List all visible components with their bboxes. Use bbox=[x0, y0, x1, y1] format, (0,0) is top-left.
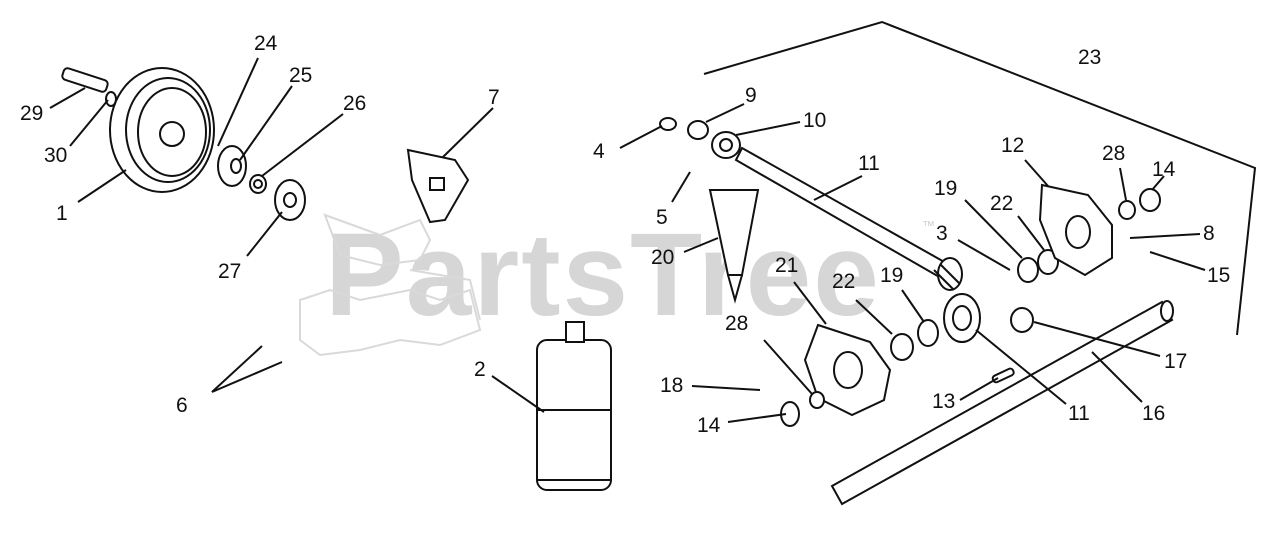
part-21-gear-housing bbox=[803, 323, 892, 417]
callout-25: 25 bbox=[289, 64, 312, 87]
part-27-hub bbox=[274, 179, 306, 221]
callout-6: 6 bbox=[176, 394, 188, 417]
part-28-washer-b bbox=[809, 391, 825, 409]
callout-30: 30 bbox=[44, 144, 67, 167]
callout-19-left: 19 bbox=[880, 264, 903, 287]
callout-18: 18 bbox=[660, 374, 683, 397]
callout-11-gear: 11 bbox=[1068, 402, 1090, 425]
callout-20: 20 bbox=[651, 246, 674, 269]
callout-7: 7 bbox=[488, 86, 500, 109]
callout-9: 9 bbox=[745, 84, 757, 107]
callout-2: 2 bbox=[474, 358, 486, 381]
watermark-text: PartsTree bbox=[325, 209, 881, 341]
callout-5: 5 bbox=[656, 206, 668, 229]
callout-10: 10 bbox=[803, 109, 826, 132]
callout-19-right: 19 bbox=[934, 177, 957, 200]
callout-28-left: 28 bbox=[725, 312, 748, 335]
part-10-bearing bbox=[711, 131, 741, 159]
callout-11-shaft: 11 bbox=[858, 152, 880, 175]
part-7-bracket bbox=[406, 148, 470, 224]
callouts: 29 30 1 24 25 26 27 7 6 2 4 9 10 5 11 20… bbox=[20, 32, 1230, 437]
callout-24: 24 bbox=[254, 32, 278, 55]
part-14-washer bbox=[1139, 188, 1161, 212]
part-12-gear-housing bbox=[1038, 183, 1113, 277]
part-20-nozzle bbox=[708, 189, 760, 304]
part-16-auger-shaft bbox=[830, 300, 1174, 506]
part-19-washer bbox=[917, 319, 939, 347]
callout-8: 8 bbox=[1203, 222, 1215, 245]
part-28-washer bbox=[1118, 200, 1136, 220]
callout-21: 21 bbox=[775, 254, 798, 277]
part-19-washer-b bbox=[1017, 257, 1039, 283]
engine-housing-outline bbox=[299, 213, 482, 357]
callout-29: 29 bbox=[20, 102, 43, 125]
callout-16: 16 bbox=[1142, 402, 1165, 425]
callout-22-left: 22 bbox=[832, 270, 855, 293]
part-11-worm-shaft bbox=[734, 146, 963, 291]
callout-15: 15 bbox=[1207, 264, 1230, 287]
part-22-washer-b bbox=[1037, 249, 1059, 275]
callout-14-left: 14 bbox=[697, 414, 721, 437]
part-11-gear bbox=[943, 293, 981, 343]
part-22-washer bbox=[890, 333, 914, 361]
callout-28-right: 28 bbox=[1102, 142, 1125, 165]
part-2-grease-tube bbox=[536, 321, 612, 491]
callout-13: 13 bbox=[932, 390, 955, 413]
part-4-washer bbox=[659, 117, 677, 131]
part-26-bearing bbox=[249, 174, 267, 194]
callout-17: 17 bbox=[1164, 350, 1187, 373]
callout-26: 26 bbox=[343, 92, 366, 115]
callout-1: 1 bbox=[56, 202, 68, 225]
callout-23: 23 bbox=[1078, 46, 1101, 69]
part-24-flange bbox=[217, 145, 247, 187]
part-29-bolt bbox=[61, 67, 109, 93]
watermark-trademark: ™ bbox=[922, 218, 935, 233]
part-23-group-bracket bbox=[703, 20, 1257, 336]
part-17-bushing bbox=[1010, 307, 1034, 333]
part-1-pulley bbox=[109, 67, 215, 193]
leader-lines bbox=[49, 57, 1206, 423]
callout-27: 27 bbox=[218, 260, 241, 283]
part-9-washer bbox=[687, 120, 709, 140]
callout-3: 3 bbox=[936, 222, 948, 245]
callout-14-right: 14 bbox=[1152, 158, 1176, 181]
callout-12: 12 bbox=[1001, 134, 1024, 157]
callout-22-right: 22 bbox=[990, 192, 1013, 215]
callout-4: 4 bbox=[593, 140, 605, 163]
part-13-key bbox=[991, 367, 1015, 384]
